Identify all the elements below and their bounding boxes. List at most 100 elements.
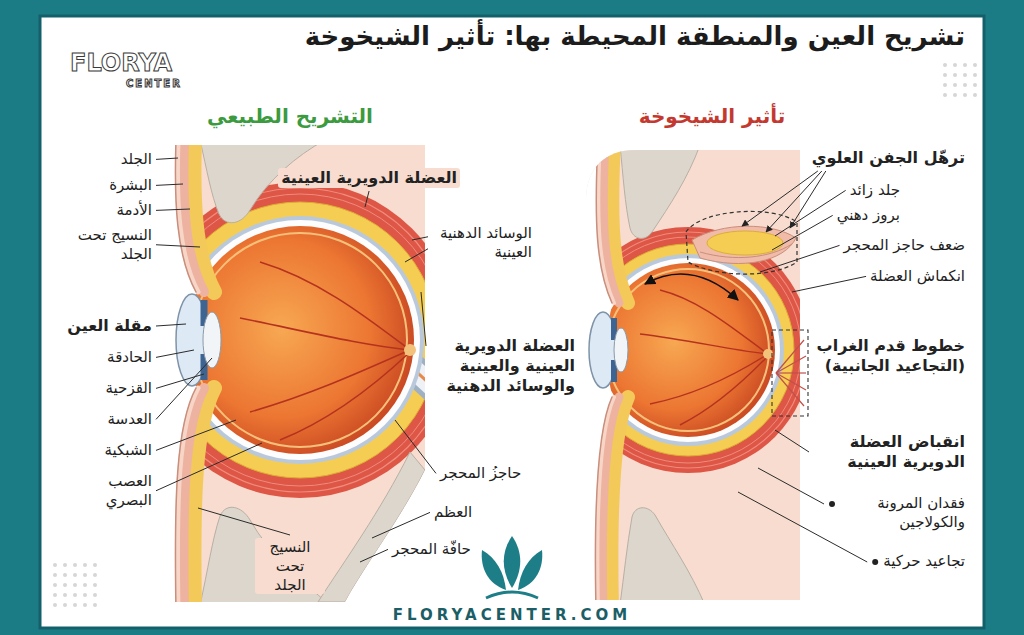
- watermark: FLORYA: [70, 48, 172, 78]
- crows-feet-lines: [776, 340, 806, 406]
- part-label: النسيج تحت الجلد: [255, 538, 325, 594]
- eye-anatomy-aged: [620, 508, 705, 605]
- eye-anatomy-aged: [680, 356, 768, 425]
- eye-anatomy-normal: [203, 312, 221, 368]
- eye-anatomy-aged: [596, 140, 612, 303]
- eye-anatomy-aged: [660, 290, 768, 354]
- leader-line: [156, 350, 194, 357]
- leader-line: [395, 420, 436, 473]
- crows-feet-lines: [776, 340, 804, 373]
- eye-anatomy-aged: [589, 312, 617, 388]
- eye-anatomy-normal: [193, 233, 407, 447]
- part-label: البشرة: [109, 176, 152, 195]
- effect-label: انقباض العضلة الدويرية العينية: [813, 432, 965, 472]
- leader-line: [405, 249, 428, 262]
- bullet-dot: [829, 501, 835, 507]
- leader-line: [156, 374, 204, 388]
- effect-label: جلد زائد: [850, 181, 900, 200]
- callout-arrow: [790, 171, 826, 228]
- leader-line: [760, 245, 840, 272]
- leader-line: [775, 190, 846, 236]
- crows-feet-lines: [776, 372, 806, 373]
- eye-anatomy-aged: [620, 145, 700, 238]
- eye-anatomy-aged: [640, 290, 768, 425]
- logo: [504, 536, 521, 588]
- leader-line: [772, 215, 833, 250]
- frame: [40, 16, 984, 628]
- eye-anatomy-normal: [240, 262, 410, 440]
- part-label: الجلد: [121, 150, 152, 169]
- eye-anatomy-aged: [597, 397, 614, 610]
- leader-line: [156, 443, 262, 491]
- eye-anatomy-normal: [280, 352, 410, 440]
- dot-pattern: [940, 62, 980, 102]
- part-label: الشبكية: [105, 441, 153, 460]
- logo: [518, 550, 542, 590]
- part-label: النسيج تحت الجلد: [60, 226, 152, 264]
- part-label: الحادقة: [107, 348, 152, 367]
- eye-anatomy-normal: [186, 226, 414, 454]
- section-heading: تأثير الشيخوخة: [639, 104, 785, 129]
- crows-feet-lines: [776, 356, 806, 373]
- callout-arrow: [742, 171, 818, 226]
- callout-arrow: [766, 171, 822, 232]
- logo: [486, 592, 538, 598]
- leader-line: [412, 237, 428, 240]
- part-label: العظم: [434, 503, 472, 522]
- crows-feet-lines: [772, 330, 808, 416]
- leader-line: [156, 324, 186, 326]
- dot-pattern: [48, 560, 98, 610]
- leader-line: [156, 158, 178, 159]
- bullet-item: فقدان المرونة والكولاجين: [840, 494, 965, 532]
- leader-line: [738, 492, 867, 562]
- effect-label: بروز دهني: [837, 206, 900, 225]
- eye-anatomy-normal: [240, 318, 410, 350]
- eye-anatomy-normal: [176, 216, 424, 464]
- eye-anatomy-aged: [650, 354, 768, 404]
- eye-anatomy-aged: [686, 211, 797, 274]
- leader-line: [372, 512, 430, 538]
- eye-anatomy-normal: [404, 344, 416, 356]
- effect-label: ترهّل الجفن العلوي: [812, 148, 965, 168]
- bullet-dot: [872, 559, 878, 565]
- eye-anatomy-normal: [180, 220, 420, 460]
- leader-line: [758, 468, 824, 504]
- page-title: تشريح العين والمنطقة المحيطة بها: تأثير …: [305, 20, 965, 54]
- eye-anatomy-normal: [175, 140, 196, 292]
- dot-pattern: [48, 62, 980, 610]
- effect-label: ضعف حاجز المحجر: [844, 236, 965, 255]
- eye-anatomy-aged: [645, 274, 738, 300]
- leader-line: [775, 430, 809, 452]
- logo: [482, 536, 543, 598]
- part-label: العضلة الدويرية العينية والعينية والوسائ…: [430, 336, 575, 396]
- leader-line: [156, 184, 183, 185]
- part-label: العدسة: [108, 410, 152, 429]
- leader-line: [421, 292, 426, 346]
- eye-anatomy-aged: [640, 334, 768, 354]
- part-label: العصب البصري: [72, 472, 152, 510]
- eye-anatomy-normal: [260, 262, 410, 350]
- section-heading: التشريح الطبيعي: [207, 104, 373, 129]
- eye-anatomy-aged: [595, 397, 612, 610]
- part-label: حافّة المحجر: [392, 540, 471, 559]
- part-label: القزحية: [106, 379, 152, 398]
- eye-anatomy-aged: [598, 140, 614, 303]
- leader-line: [198, 508, 290, 535]
- eye-anatomy-normal: [142, 140, 458, 610]
- part-label: الوسائد الدهنية العينية: [432, 224, 532, 262]
- part-label: الأدمة: [117, 201, 152, 220]
- eye-anatomy-normal: [250, 350, 410, 412]
- eye-anatomy-normal: [318, 452, 425, 602]
- part-label: حاجزُ المحجر: [440, 464, 521, 483]
- logo: [482, 550, 506, 590]
- part-label: العضلة الدويرية العينية: [278, 168, 460, 188]
- leader-line: [365, 191, 369, 207]
- leader-line: [792, 276, 866, 292]
- part-label: مقلة العين: [67, 316, 152, 336]
- leader-line: [360, 549, 388, 562]
